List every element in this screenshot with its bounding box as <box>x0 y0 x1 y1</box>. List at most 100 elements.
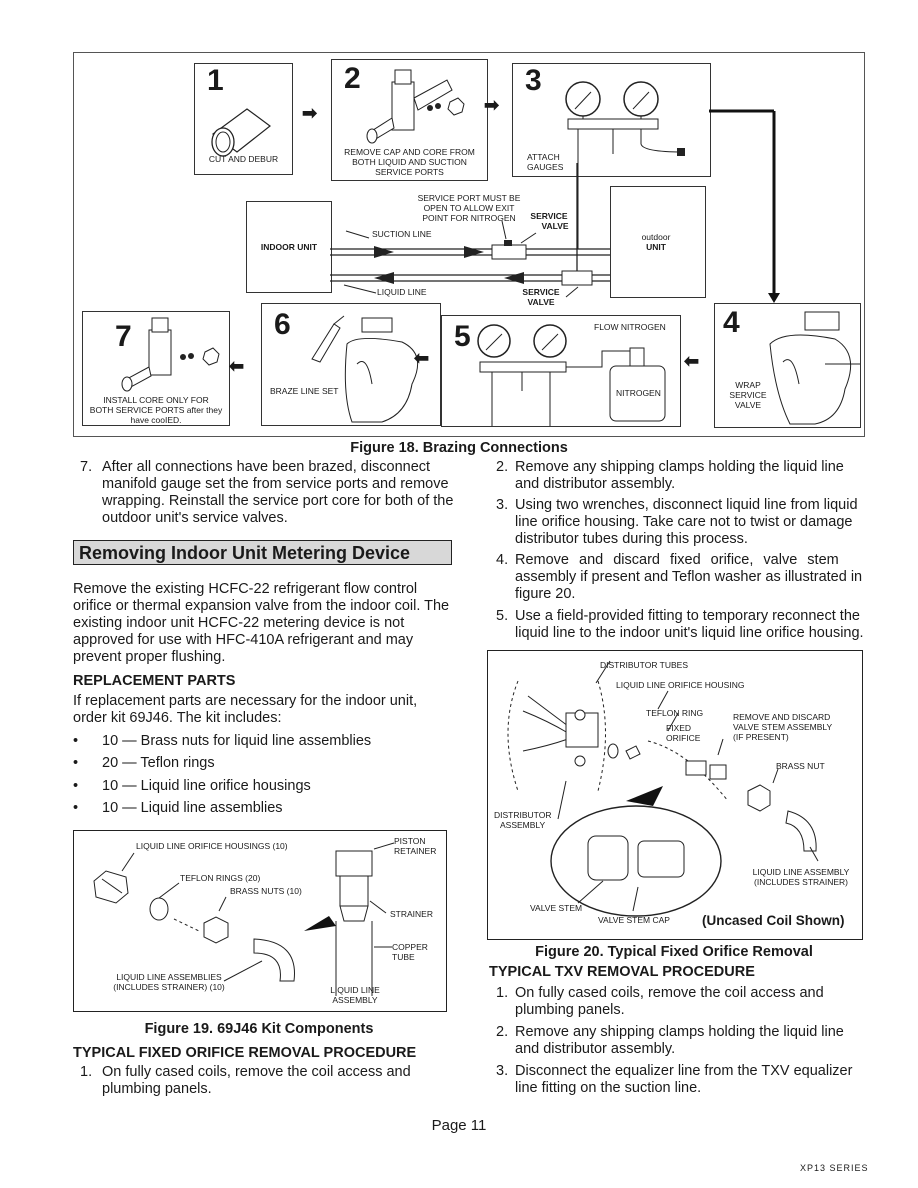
text-line: and distributor assembly. <box>515 476 676 492</box>
text-line: plumbing panels. <box>515 1002 625 1018</box>
text-line: Disconnect the equalizer line from the T… <box>515 1063 853 1079</box>
text-line: existing indoor unit HCFC-22 metering de… <box>73 615 405 631</box>
text-line: line orifice housing. Take care not to t… <box>515 514 853 530</box>
label-line: DISTRIBUTOR <box>494 810 552 820</box>
step-text: Using two wrenches, disconnect liquid li… <box>515 497 858 548</box>
step-number: 4 <box>723 306 740 339</box>
liquid-line-assembly-label: LIQUID LINE ASSEMBLY <box>322 985 388 1005</box>
label-line: RETAINER <box>394 846 437 856</box>
text-line: manifold gauge set the from service port… <box>102 476 449 492</box>
text-line: figure 20. <box>515 586 576 602</box>
step-7-label: INSTALL CORE ONLY FOR BOTH SERVICE PORTS… <box>83 395 229 425</box>
service-valve-core-icon <box>121 317 220 392</box>
valve-stem-cap-label: VALVE STEM CAP <box>598 915 670 925</box>
label-line: SERVICE <box>530 211 568 221</box>
label-line: UNIT <box>646 242 666 252</box>
text-line: and distributor assembly. <box>515 1041 676 1057</box>
step-4-panel: 4 WRAP SERVICE VALVE <box>714 303 861 428</box>
brazing-torch-glove-icon <box>311 315 419 423</box>
note-line: OPEN TO ALLOW EXIT <box>423 203 515 213</box>
teflon-ring-label: TEFLON RING <box>646 708 704 718</box>
label-line: (INCLUDES STRAINER) <box>754 877 848 887</box>
item-text: 10 — Liquid line orifice housings <box>102 778 311 794</box>
intro-paragraph: Remove the existing HCFC-22 refrigerant … <box>73 581 449 666</box>
indoor-unit-label: INDOOR UNIT <box>260 242 318 252</box>
remove-discard-label: REMOVE AND DISCARD VALVE STEM ASSEMBLY (… <box>733 712 832 742</box>
fixed-orifice-label: FIXED ORIFICE <box>666 723 700 743</box>
step-6-label: BRAZE LINE SET <box>270 386 339 396</box>
label-line: ASSEMBLY <box>500 820 546 830</box>
liquid-line-assembly-label: LIQUID LINE ASSEMBLY (INCLUDES STRAINER) <box>742 867 860 887</box>
step-2-panel: 2 REMOVE CAP AND CORE FROM BOTH LIQUID A… <box>331 59 488 181</box>
step-5-panel: 5 FLOW NITROGEN NITROGEN <box>441 315 681 427</box>
text-line: After all connections have been brazed, … <box>102 459 431 475</box>
arrow-left-icon: ⬅ <box>684 351 700 371</box>
label-line: have cooIED. <box>130 415 182 425</box>
step-text: After all connections have been brazed, … <box>102 459 453 527</box>
step-text: Disconnect the equalizer line from the T… <box>515 1063 852 1097</box>
step-number: 1 <box>207 64 224 97</box>
housing-label: LIQUID LINE ORIFICE HOUSING <box>616 680 745 690</box>
strainer-label: STRAINER <box>390 909 433 919</box>
text-line: prevent proper flushing. <box>73 649 226 665</box>
step-number: 5 <box>454 320 471 353</box>
item-text: 20 — Teflon rings <box>102 755 215 771</box>
label-line: VALVE <box>541 221 569 231</box>
step-5-label: FLOW NITROGEN <box>594 322 666 332</box>
step-number: 2 <box>344 62 361 95</box>
label-line: SERVICE PORTS <box>375 167 444 177</box>
flow-arrow-icon <box>709 109 780 303</box>
label-line: (INCLUDES STRAINER) (10) <box>113 982 225 992</box>
label-line: VALVE <box>527 297 555 307</box>
figure-20-fixed-orifice-removal: DISTRIBUTOR TUBES LIQUID LINE ORIFICE HO… <box>487 650 863 940</box>
distributor-assembly-label: DISTRIBUTOR ASSEMBLY <box>494 810 551 830</box>
label-line: WRAP <box>735 380 761 390</box>
step-text: Use a field-provided fitting to temporar… <box>515 608 864 642</box>
arrow-right-icon: ➡ <box>484 95 500 115</box>
teflon-rings-label: TEFLON RINGS (20) <box>180 873 261 883</box>
figure-20-caption: Figure 20. Typical Fixed Orifice Removal <box>535 944 813 960</box>
item-text: 10 — Liquid line assemblies <box>102 800 283 816</box>
label-line: COPPER <box>392 942 428 952</box>
step-6-panel: 6 BRAZE LINE SET <box>261 303 441 426</box>
indoor-unit-box: INDOOR UNIT <box>246 201 332 293</box>
step-4-label: WRAP SERVICE VALVE <box>717 380 779 410</box>
text-line: orifice or thermal expansion valve from … <box>73 598 450 614</box>
nitrogen-flow-icon <box>477 324 666 426</box>
suction-line-label: SUCTION LINE <box>372 229 432 239</box>
note-line: POINT FOR NITROGEN <box>422 213 516 223</box>
housings-label: LIQUID LINE ORIFICE HOUSINGS (10) <box>136 841 288 851</box>
pipe-cut-icon <box>211 108 271 157</box>
step-3-panel: 3 ATTACH GAUGES <box>512 63 711 249</box>
label-line: PISTON <box>394 836 426 846</box>
service-valve-icon <box>366 69 465 144</box>
step-7-panel: 7 INSTALL CORE ONLY FOR BOTH SERVICE POR… <box>82 311 230 426</box>
step-number: 2. <box>496 1024 509 1040</box>
label-line: TUBE <box>392 952 415 962</box>
liquid-line-label: LIQUID LINE <box>377 287 427 297</box>
step-number: 2. <box>496 459 509 475</box>
text-line: approved for use with HFC-410A refrigera… <box>73 632 414 648</box>
figure-18-brazing-connections: 1 CUT AND DEBUR ➡ 2 REMOVE CAP AND CORE … <box>73 52 865 437</box>
step-number: 7. <box>80 459 93 475</box>
step-number: 3. <box>496 497 509 513</box>
step-number: 6 <box>274 308 291 341</box>
gauge-set-icon <box>565 81 685 249</box>
step-2-label: REMOVE CAP AND CORE FROM BOTH LIQUID AND… <box>332 147 487 177</box>
orifice-removal-drawing <box>507 660 819 917</box>
label-line: VALVE <box>734 400 762 410</box>
figure-19-kit-components: LIQUID LINE ORIFICE HOUSINGS (10) TEFLON… <box>73 830 447 1012</box>
text-line: wrapping. Reinstall the service port cor… <box>102 493 454 509</box>
text-line: plumbing panels. <box>102 1081 212 1097</box>
text-line: On fully cased coils, remove the coil ac… <box>515 985 824 1001</box>
label-line: (IF PRESENT) <box>733 732 789 742</box>
note-line: SERVICE PORT MUST BE <box>417 193 521 203</box>
valve-stem-label: VALVE STEM <box>530 903 583 913</box>
text-line: On fully cased coils, remove the coil ac… <box>102 1064 411 1080</box>
label-line: ATTACH <box>527 152 560 162</box>
section-banner: Removing Indoor Unit Metering Device <box>73 540 452 565</box>
item-text: 10 — Brass nuts for liquid line assembli… <box>102 733 372 749</box>
label-line: LIQUID LINE ASSEMBLY <box>752 867 850 877</box>
fixed-orifice-heading: TYPICAL FIXED ORIFICE REMOVAL PROCEDURE <box>73 1045 417 1061</box>
step-number: 1. <box>496 985 509 1001</box>
